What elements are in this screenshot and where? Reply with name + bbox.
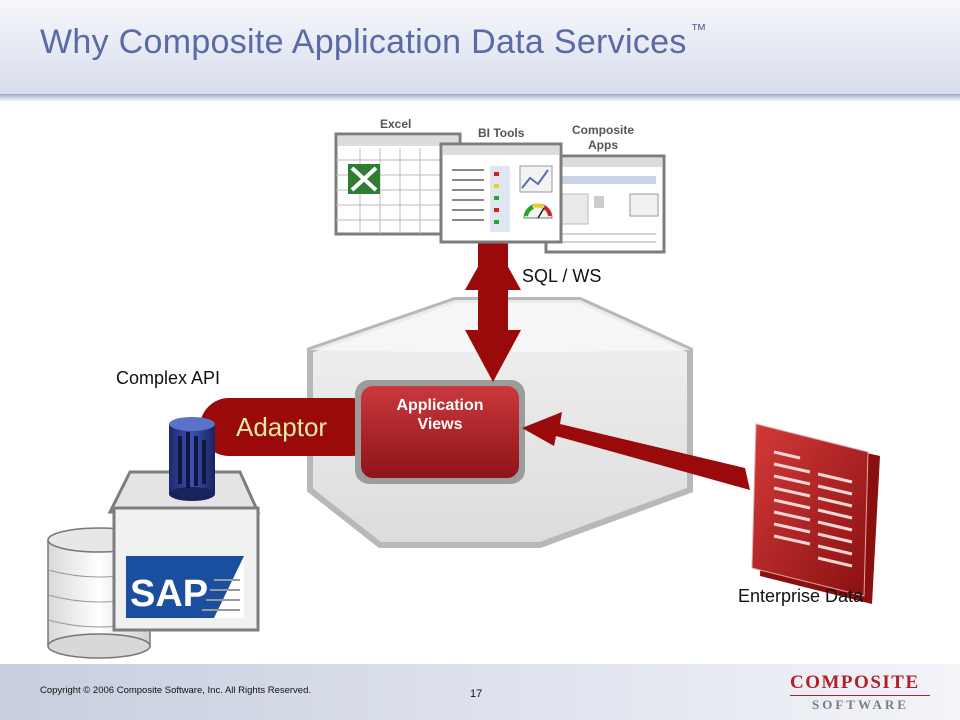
bi-tools-window: [439, 142, 563, 244]
logo-composite-text: COMPOSITE: [790, 672, 920, 693]
page-number: 17: [470, 688, 483, 700]
composite-apps-window: [544, 154, 666, 254]
sap-logo-text: SAP: [130, 573, 208, 615]
complex-api-label: Complex API: [116, 368, 221, 388]
adaptor-label: Adaptor: [236, 412, 328, 442]
logo-software-text: SOFTWARE: [812, 697, 909, 712]
composite-apps-label: Composite Apps: [572, 123, 635, 152]
trademark-mark: ™: [690, 22, 707, 39]
adaptor-pill: [200, 398, 380, 456]
title-rule: [0, 94, 960, 102]
application-views-label: Application Views: [396, 397, 484, 433]
sql-ws-arrow: [465, 240, 521, 382]
footer-band: [0, 664, 960, 720]
enterprise-data-document: [751, 423, 880, 604]
enterprise-data-label: Enterprise Data: [738, 586, 864, 606]
copyright-text: Copyright © 2006 Composite Software, Inc…: [40, 685, 312, 696]
excel-label: Excel: [380, 117, 412, 131]
application-views-box: [355, 380, 525, 484]
architecture-diagram: SAP: [47, 132, 880, 659]
logo-rule: [790, 695, 930, 696]
title-band: [0, 0, 960, 94]
enterprise-data-arrow: [522, 412, 750, 490]
sql-ws-label: SQL / WS: [522, 266, 602, 286]
excel-window: [334, 132, 462, 236]
api-cylinder: [169, 417, 215, 501]
bi-tools-label: BI Tools: [478, 126, 525, 140]
